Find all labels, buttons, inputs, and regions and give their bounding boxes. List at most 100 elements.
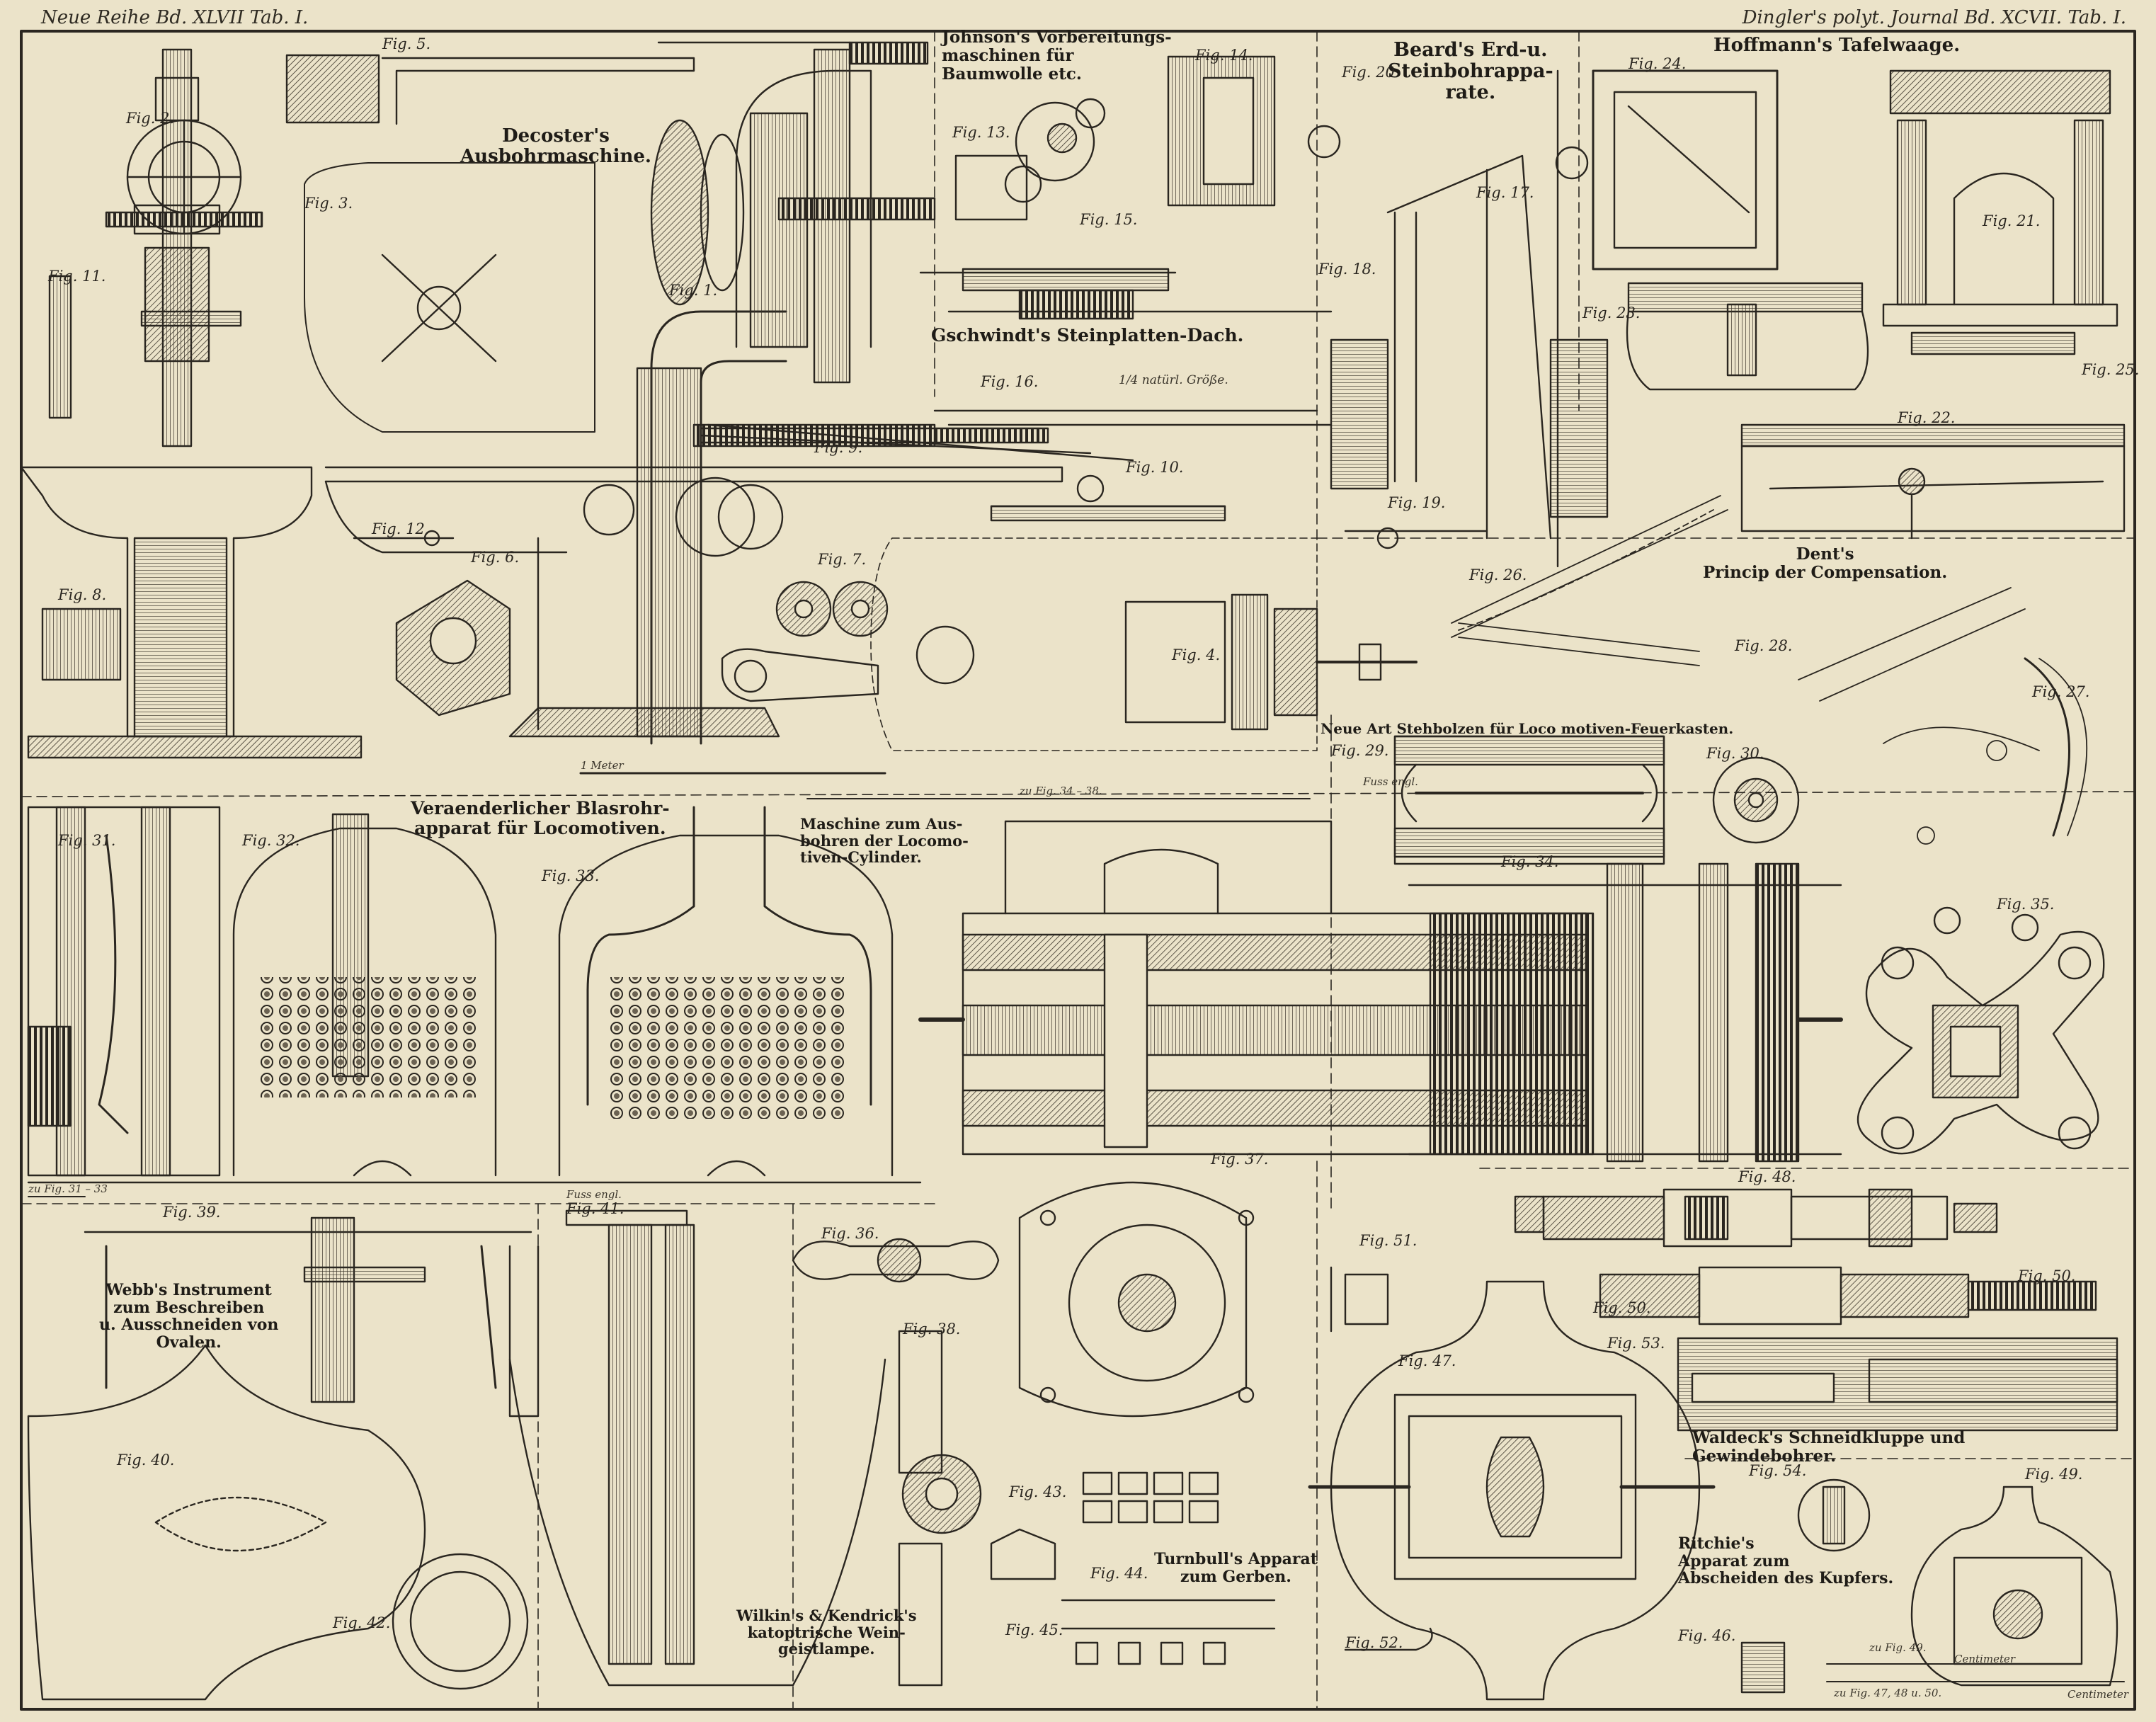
fig-label: Fig. 43. (1009, 1483, 1067, 1500)
fig-label: Fig. 29. (1331, 742, 1389, 759)
fig-label: Fig. 48. (1738, 1168, 1796, 1185)
title-neue-art: Neue Art Stehbolzen für Loco motiven-Feu… (1321, 720, 1734, 737)
fig-label: Fig. 52. (1345, 1634, 1403, 1651)
note-meter: 1 Meter (581, 759, 624, 772)
note-scale-fig34: zu Fig. 34 – 38. (1020, 785, 1102, 797)
fig-label: Fig. 51. (1359, 1232, 1418, 1249)
fig-label: Fig. 38. (903, 1321, 961, 1338)
fig-label: Fig. 49. (2025, 1466, 2083, 1483)
fig-label: Fig. 42. (333, 1614, 391, 1631)
fig-label: Fig. 23. (1582, 304, 1641, 321)
note-centimeter-a: Centimeter (1954, 1653, 2016, 1665)
fig-label: Fig. 6. (471, 549, 520, 566)
fig-label: Fig. 7. (818, 551, 867, 568)
title-dent: Dent's Princip der Compensation. (1703, 544, 1948, 582)
fig-label: Fig. 32. (242, 832, 300, 849)
fig10-lever (990, 474, 1226, 522)
fig-label: Fig. 45. (1005, 1621, 1063, 1638)
fig-label: Fig. 19. (1388, 494, 1446, 511)
fig-label: Fig. 20. (1342, 64, 1400, 81)
title-decoster: Decoster's Ausbohrmaschine. (460, 125, 651, 168)
note-scale-fig49: zu Fig. 49. (1869, 1641, 1927, 1654)
blasrohr-locomotive (27, 806, 922, 1184)
turnbull-apparatus (990, 1471, 1276, 1665)
fig-label: Fig. 25. (2082, 361, 2140, 378)
fig35-cross-plate (1856, 906, 2105, 1155)
title-waldeck: Waldeck's Schneidkluppe und Gewindebohre… (1692, 1428, 1966, 1466)
note-scale-fig31: zu Fig. 31 – 33 (28, 1182, 108, 1195)
title-turnbull: Turnbull's Apparat zum Gerben. (1154, 1550, 1318, 1586)
fig-label: Fig. 16. (981, 373, 1039, 390)
fig7-gears (721, 581, 889, 702)
fig-label: Fig. 10. (1126, 459, 1184, 476)
title-gschwindt: Gschwindt's Steinplatten-Dach. (931, 325, 1244, 346)
fig-label: Fig. 34. (1501, 853, 1559, 870)
title-webb: Webb's Instrument zum Beschreiben u. Aus… (99, 1281, 279, 1352)
title-maschine-ausbohren: Maschine zum Aus- bohren der Locomo- tiv… (800, 815, 969, 867)
fig-label: Fig. 5. (382, 35, 431, 52)
fig29-stay-bolts (1393, 735, 1800, 865)
fig-label: Fig. 26. (1469, 566, 1527, 583)
title-ritchie: Ritchie's Apparat zum Abscheiden des Kup… (1678, 1534, 1894, 1588)
note-scale-fig47: zu Fig. 47, 48 u. 50. (1834, 1687, 1942, 1699)
fig-label: Fig. 22. (1898, 409, 1956, 426)
fig-label: Fig. 50. (1593, 1299, 1651, 1316)
fig47-clamp (1308, 1280, 1716, 1701)
title-johnson: Johnson's Vorbereitungs- maschinen für B… (942, 28, 1172, 84)
fig-label: Fig. 13. (952, 124, 1010, 141)
title-wilkin: Wilkin's & Kendrick's katoptrische Wein-… (736, 1607, 917, 1658)
title-beard: Beard's Erd-u. Steinbohrappa- rate. (1388, 39, 1553, 104)
hoffmann-balance (1592, 69, 2126, 540)
fig-label: Fig. 37. (1211, 1151, 1269, 1168)
fig-label: Fig. 44. (1090, 1565, 1148, 1582)
fig1-boring-machine (324, 41, 1134, 745)
fig-label: Fig. 30. (1706, 745, 1764, 762)
fig-label: Fig. 3. (304, 195, 353, 212)
johnson-cotton-machines (919, 55, 1276, 320)
decoster-table-plan (285, 54, 695, 433)
fig-label: Fig. 24. (1629, 55, 1687, 72)
note-centimeter-b: Centimeter (2067, 1688, 2129, 1701)
fig-label: Fig. 39. (163, 1204, 221, 1221)
note-fuss-engl-mid: Fuss engl. (566, 1188, 622, 1201)
beard-drilling-apparatus (1307, 69, 1609, 568)
fig-label: Fig. 36. (821, 1225, 879, 1242)
webb-oval-instrument (27, 1216, 532, 1701)
fig-label: Fig. 28. (1735, 637, 1793, 654)
fig-label: Fig. 53. (1607, 1335, 1665, 1352)
note-natural-size: 1/4 natürl. Größe. (1119, 373, 1228, 387)
fig34-cylinder-boring (918, 820, 1843, 1163)
header-left: Neue Reihe Bd. XLVII Tab. I. (41, 7, 309, 28)
wilkin-lamp (392, 1209, 886, 1690)
fig4-piston (870, 537, 1418, 751)
fig-label: Fig. 27. (2032, 683, 2090, 700)
fig-label: Fig. 18. (1318, 261, 1376, 278)
fig-label: Fig. 40. (117, 1452, 175, 1469)
fig-label: Fig. 17. (1476, 184, 1534, 201)
dent-compensation (1451, 495, 2088, 845)
fig-label: Fig. 4. (1172, 646, 1221, 663)
fig-label: Fig. 21. (1983, 212, 2041, 229)
fig-label: Fig. 9. (814, 439, 863, 456)
title-blasrohr: Veraenderlicher Blasrohr- apparat für Lo… (411, 798, 670, 838)
fig37-cover-plate (792, 1181, 1255, 1687)
fig-label: Fig. 8. (58, 586, 107, 603)
fig-label: Fig. 46. (1678, 1627, 1736, 1644)
title-hoffmann: Hoffmann's Tafelwaage. (1713, 35, 1961, 56)
fig-label: Fig. 41. (566, 1200, 624, 1217)
note-fuss-engl-top: Fuss engl. (1363, 775, 1418, 788)
fig-label: Fig. 15. (1080, 211, 1138, 228)
fig-label: Fig. 50. (2018, 1267, 2076, 1284)
waldeck-die-stock (1514, 1188, 2118, 1432)
fig-label: Fig. 12. (372, 520, 430, 537)
fig-label: Fig. 2. (126, 110, 175, 127)
fig-label: Fig. 14. (1195, 47, 1253, 64)
fig6-chuck (353, 530, 540, 731)
header-right: Dingler's polyt. Journal Bd. XCVII. Tab.… (1742, 7, 2126, 28)
fig49-clamp (1740, 1478, 2118, 1694)
fig-label: Fig. 35. (1997, 896, 2055, 913)
fig-label: Fig. 54. (1749, 1462, 1807, 1479)
fig-label: Fig. 1. (669, 282, 718, 299)
